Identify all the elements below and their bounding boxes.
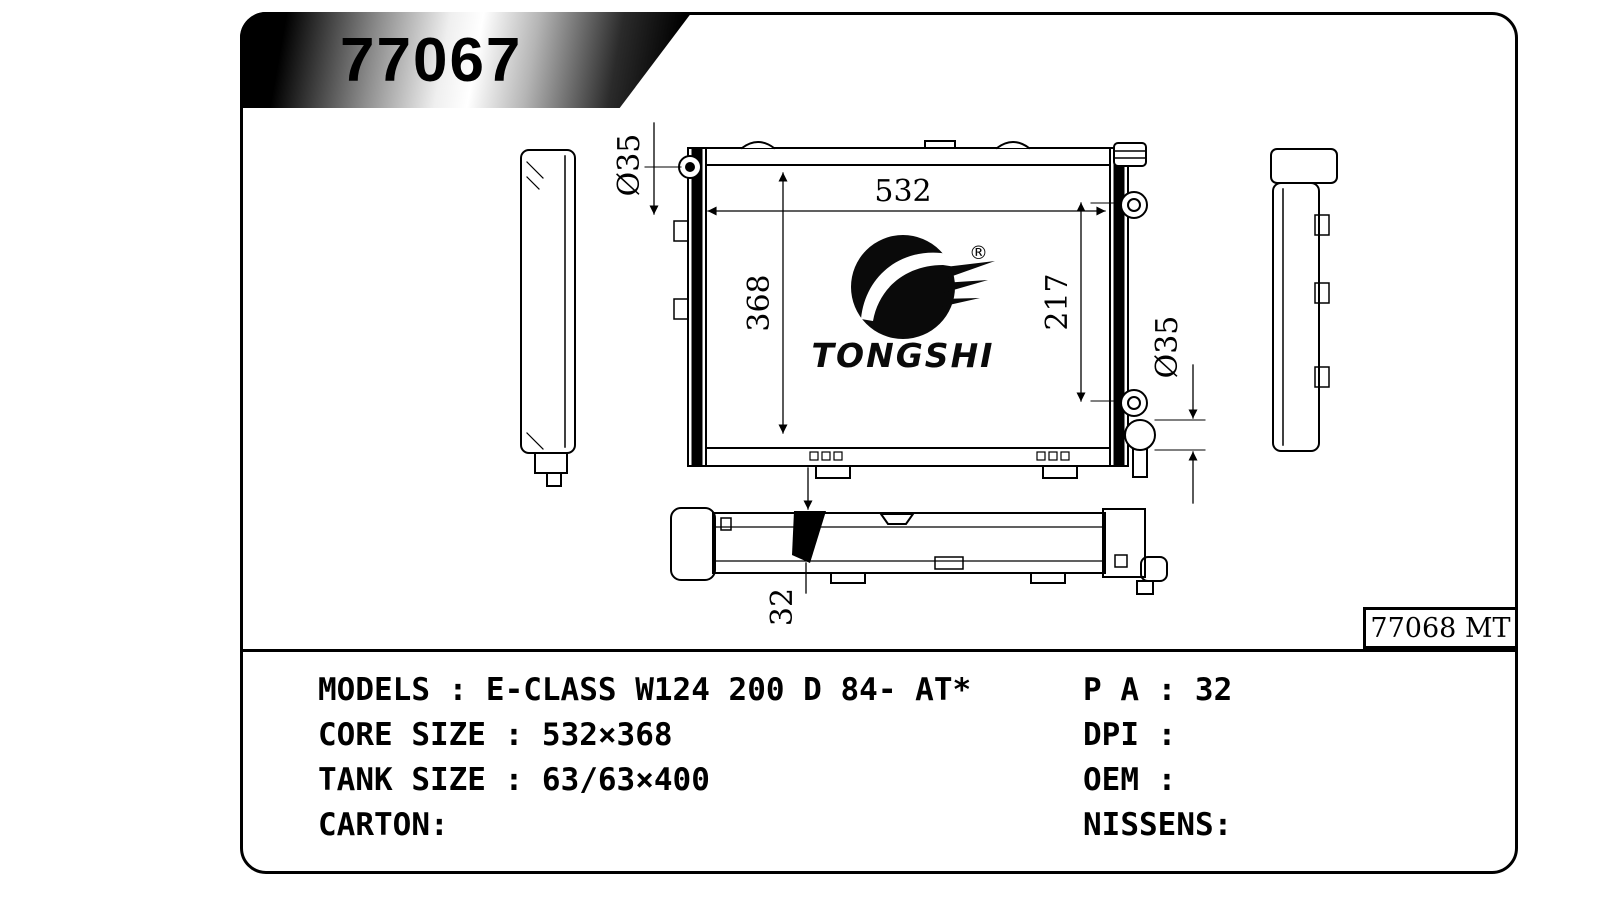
- spec-column-right: P A : 32 DPI : OEM : NISSENS:: [1083, 667, 1251, 847]
- registered-mark: ®: [969, 242, 988, 264]
- spec-label: MODELS :: [318, 671, 468, 708]
- spec-row-tank-size: TANK SIZE : 63/63×400: [318, 757, 971, 802]
- left-tank-side-view: [520, 149, 576, 487]
- spec-row-core-size: CORE SIZE : 532×368: [318, 712, 971, 757]
- section-divider: [243, 649, 1515, 652]
- spec-row-pa: P A : 32: [1083, 667, 1251, 712]
- spec-row-oem: OEM :: [1083, 757, 1251, 802]
- spec-label: P A :: [1083, 671, 1177, 708]
- part-number-banner: 77067: [240, 12, 692, 108]
- dim-port-span-label: 217: [1040, 273, 1075, 330]
- spec-label: OEM :: [1083, 761, 1177, 798]
- spec-label: NISSENS:: [1083, 806, 1233, 843]
- dim-thickness-label: 32: [765, 588, 800, 626]
- spec-value: 63/63×400: [541, 761, 710, 798]
- spec-label: CORE SIZE :: [318, 716, 524, 753]
- reference-code: 77068 MT: [1370, 612, 1511, 644]
- spec-value: 32: [1194, 671, 1233, 708]
- radiator-bottom-view: [670, 507, 1168, 595]
- spec-row-carton: CARTON:: [318, 802, 971, 847]
- tongshi-logo: ® TONGSHI: [812, 235, 995, 375]
- spec-row-dpi: DPI :: [1083, 712, 1251, 757]
- logo-wordmark: TONGSHI: [812, 336, 995, 375]
- part-number: 77067: [340, 25, 523, 95]
- spec-value: 532×368: [541, 716, 673, 753]
- spec-row-nissens: NISSENS:: [1083, 802, 1251, 847]
- right-tank-side-view: [1270, 148, 1338, 452]
- dim-outlet-diameter-label: Ø35: [1150, 316, 1185, 379]
- dim-core-width-label: 532: [874, 174, 931, 209]
- spec-label: TANK SIZE :: [318, 761, 524, 798]
- dim-inlet-diameter-label: Ø35: [612, 134, 647, 197]
- spec-label: CARTON:: [318, 806, 449, 843]
- reference-code-box: 77068 MT: [1363, 607, 1515, 649]
- radiator-technical-drawing: ® TONGSHI 532 368 217 Ø35 Ø35 32: [520, 122, 1338, 626]
- dim-core-height-label: 368: [742, 274, 777, 331]
- radiator-front-view: [673, 140, 1156, 479]
- spec-value: E-CLASS W124 200 D 84- AT*: [485, 671, 972, 708]
- spec-row-models: MODELS : E-CLASS W124 200 D 84- AT*: [318, 667, 971, 712]
- spec-label: DPI :: [1083, 716, 1177, 753]
- dimension-lines: [644, 122, 1206, 594]
- spec-column-left: MODELS : E-CLASS W124 200 D 84- AT* CORE…: [318, 667, 971, 847]
- dimension-labels: 532 368 217 Ø35 Ø35 32: [612, 134, 1185, 626]
- logo-emblem-icon: [851, 235, 955, 339]
- drawing-sheet: 77067: [240, 12, 1518, 874]
